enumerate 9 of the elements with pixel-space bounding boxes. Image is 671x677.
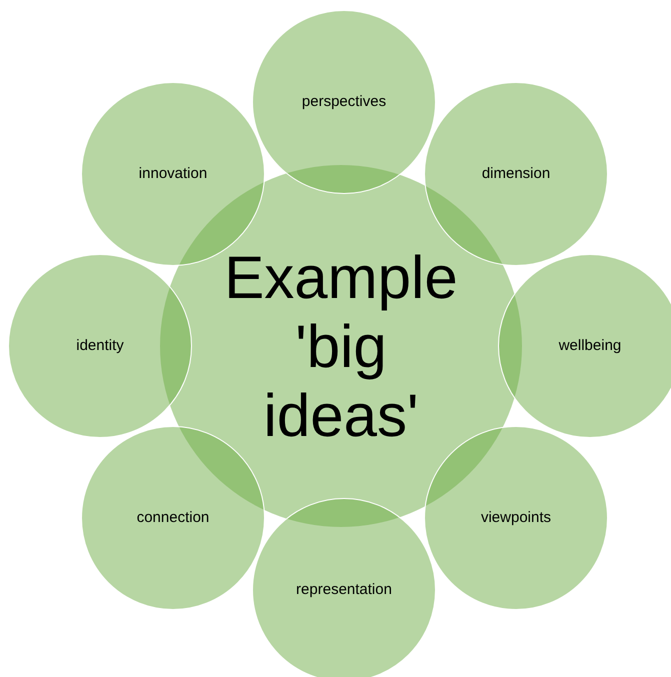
node-label: Example 'big ideas' bbox=[223, 242, 459, 450]
node-label: representation bbox=[296, 580, 392, 600]
node-label: connection bbox=[136, 508, 210, 528]
node-label: dimension bbox=[482, 164, 550, 184]
node-label: wellbeing bbox=[558, 336, 622, 356]
node-label: identity bbox=[76, 336, 124, 356]
node-label: innovation bbox=[138, 164, 208, 184]
node-label: perspectives bbox=[302, 92, 386, 112]
node-label: viewpoints bbox=[480, 508, 552, 528]
